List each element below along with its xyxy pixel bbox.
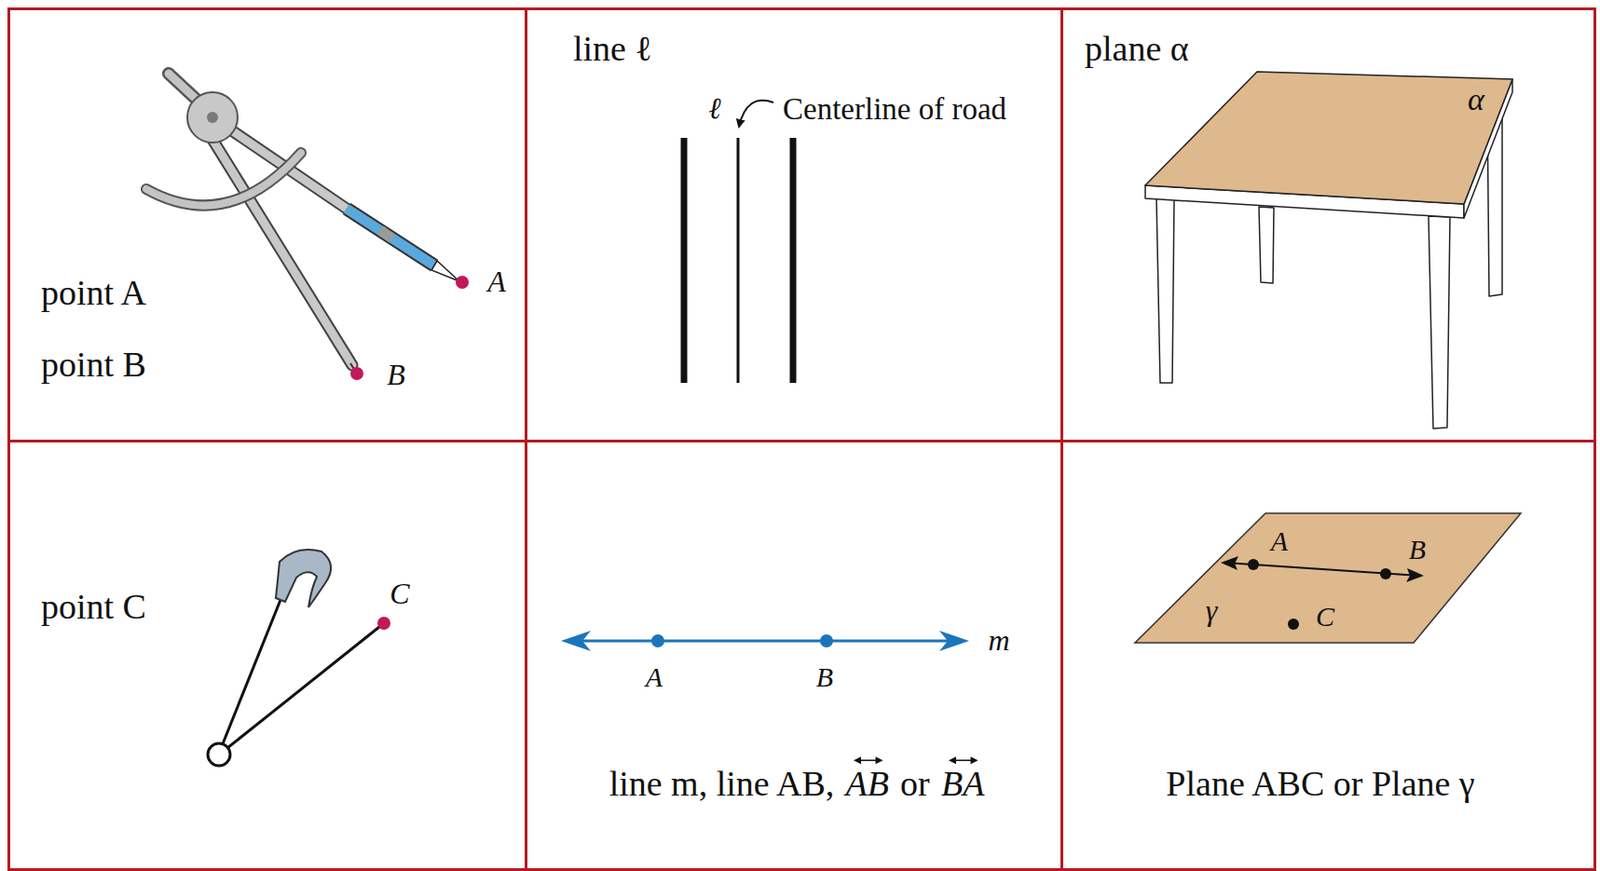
point-label: α [1467, 81, 1485, 120]
line-notation: BA [941, 763, 985, 807]
caption-text: or [900, 763, 930, 807]
table-drawing [1145, 71, 1513, 429]
safety-pin-drawing [207, 549, 391, 766]
figure-panel: A Bγ C Plane ABC or Plane γ [1060, 439, 1597, 871]
caption-row: line m, line AB,ABorBA [609, 763, 985, 807]
point-label: C [1315, 600, 1335, 634]
caption-text: Centerline of road [782, 91, 1007, 129]
double-arrow-bar [941, 753, 985, 767]
line-m-drawing [560, 630, 970, 652]
point-label: A [645, 660, 663, 695]
caption-text: point A [41, 272, 147, 315]
compass-drawing [146, 73, 469, 381]
road-drawing [683, 100, 794, 383]
point-label: m [987, 622, 1010, 658]
point-label: A [487, 263, 506, 300]
point-label: B [386, 356, 406, 393]
caption-text: plane α [1084, 27, 1190, 71]
caption-text: point C [41, 586, 147, 630]
figure-panel: line ℓ ℓ Centerline of road [524, 7, 1064, 443]
line-notation: AB [846, 763, 889, 807]
point-label: C [389, 575, 410, 612]
caption-text: point B [41, 343, 147, 387]
caption-text: line m, line AB, [609, 763, 835, 807]
point-label: A [1271, 524, 1288, 559]
caption-text: line ℓ [573, 27, 653, 71]
figure-panel: point C C [7, 439, 528, 871]
point-label: γ [1205, 592, 1218, 629]
figure-panel: plane α α [1060, 7, 1597, 443]
point-label: ℓ [708, 90, 721, 126]
caption-text: Plane ABC or Plane γ [1165, 763, 1475, 807]
figure-panel: point A point B A B [7, 7, 528, 443]
double-arrow-bar [846, 753, 889, 767]
plane-gamma-drawing [1135, 513, 1521, 643]
figure-panel: mABline m, line AB,ABorBA [524, 439, 1064, 871]
point-label: B [1408, 533, 1426, 567]
point-label: B [816, 660, 834, 695]
